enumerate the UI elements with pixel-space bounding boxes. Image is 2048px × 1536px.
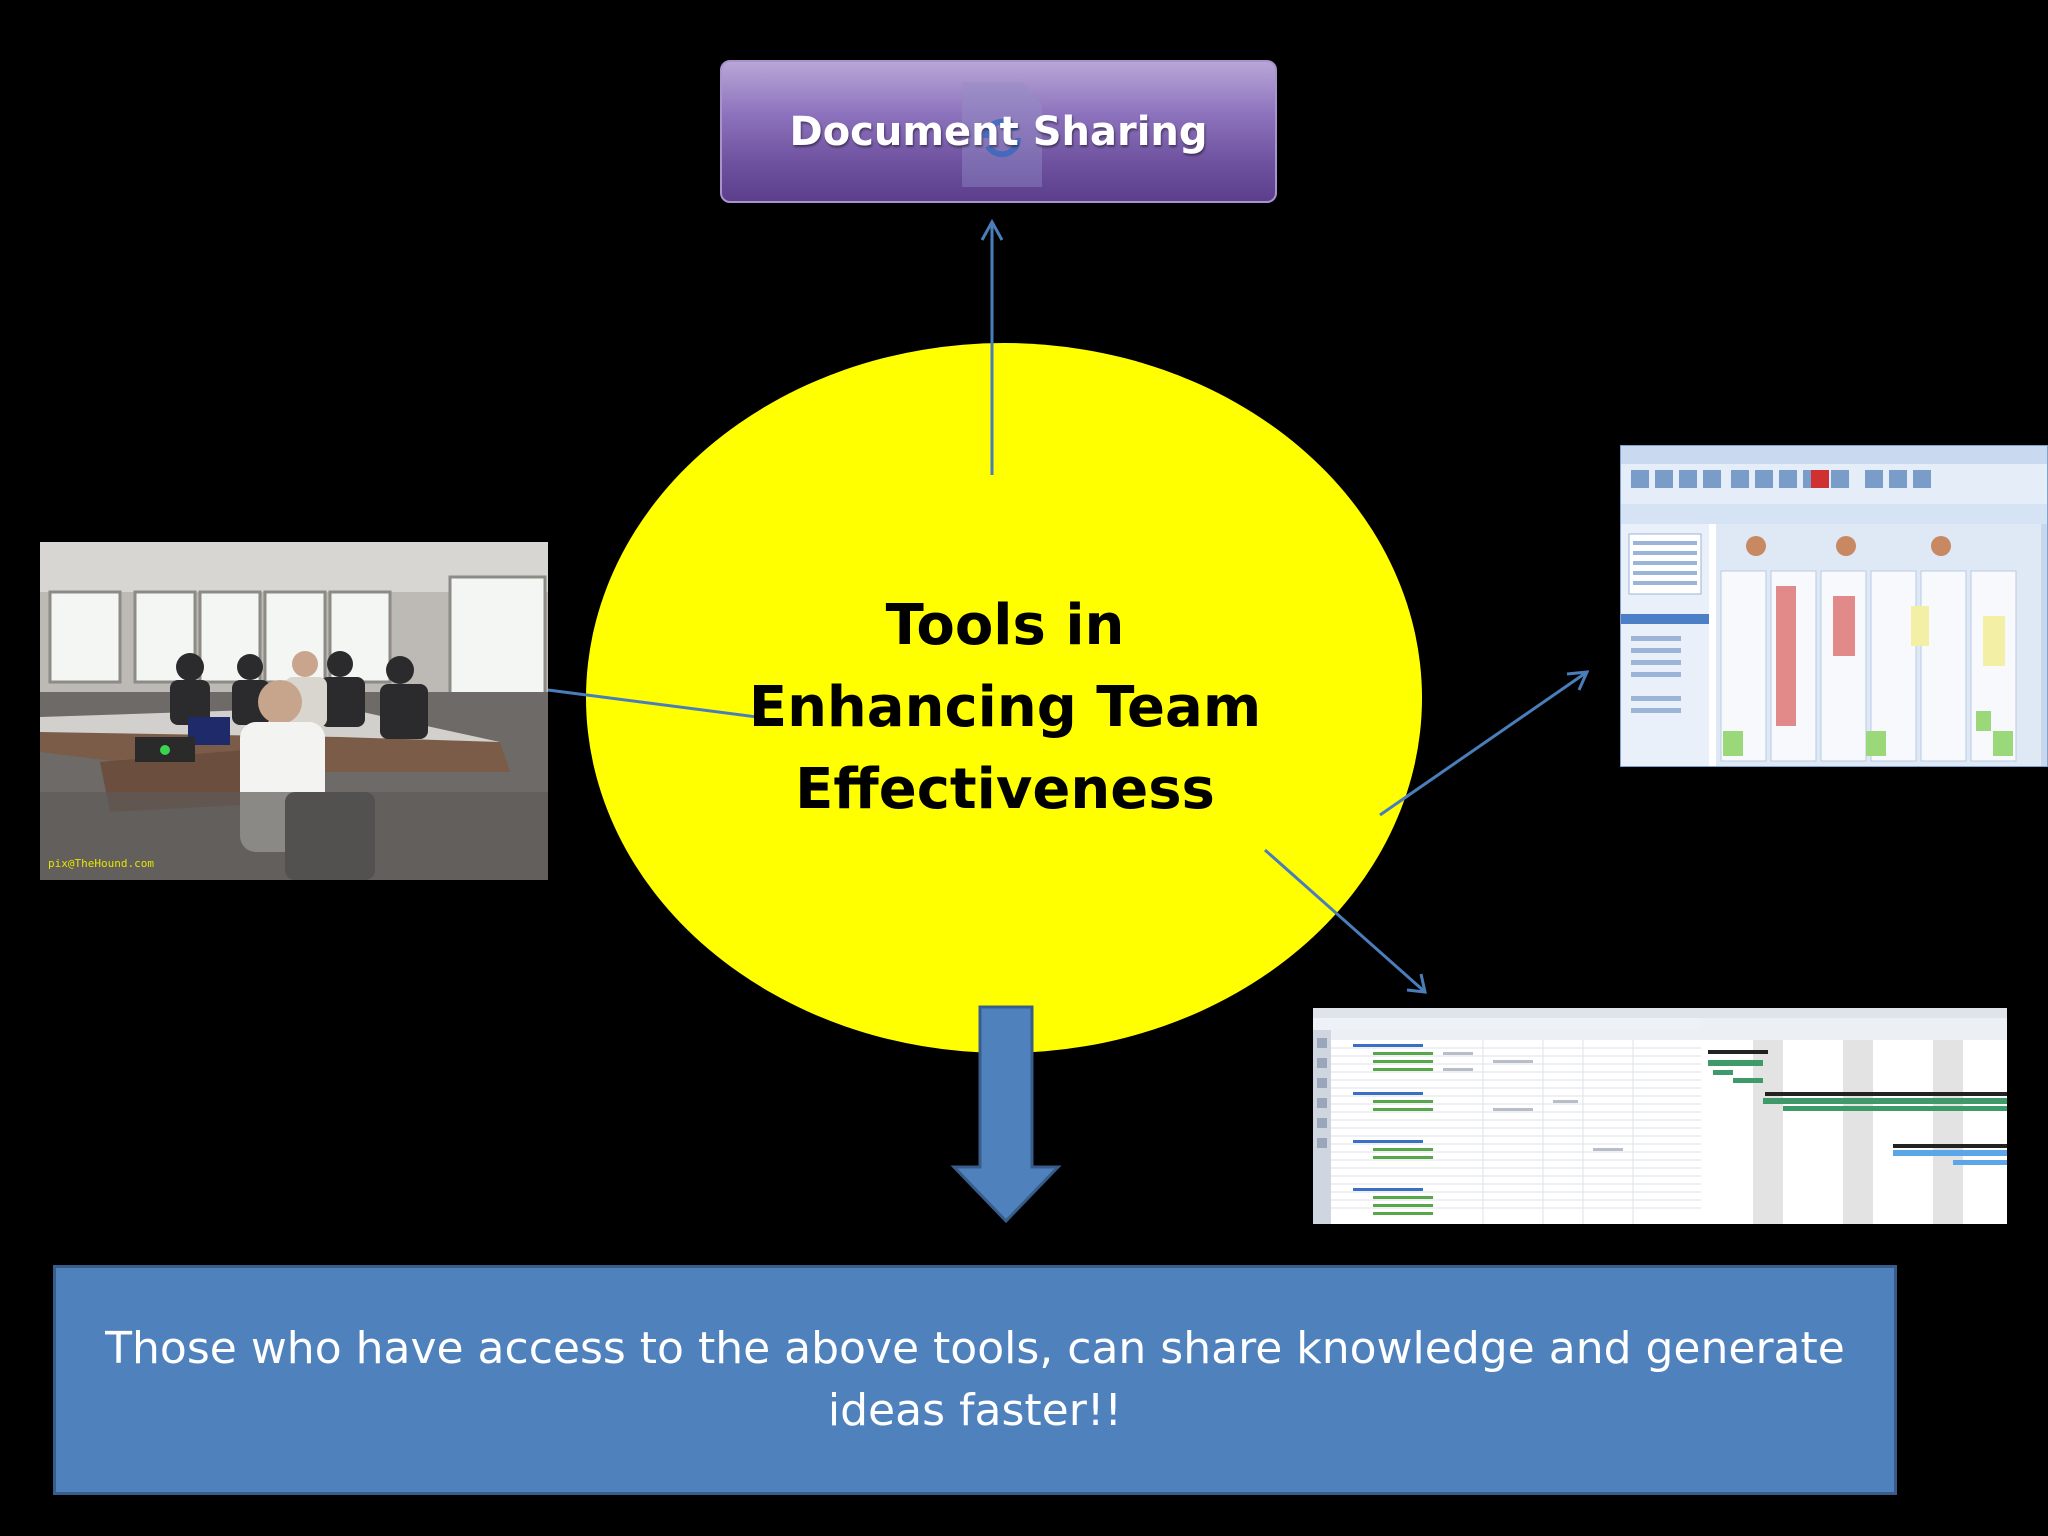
document-sharing-label: Document Sharing [789,108,1208,155]
arrowhead-calendar [1566,670,1590,691]
gantt-chart-screenshot [1313,1008,2007,1224]
arrowhead-gantt [1406,973,1427,994]
connector-to-calendar [1379,670,1588,817]
central-ellipse [586,343,1422,1053]
center-title: Tools in Enhancing Team Effectiveness [748,593,1262,822]
summary-text: Those who have access to the above tools… [105,1323,1845,1436]
arrowhead-document-sharing [980,218,1004,241]
document-icon [962,82,1042,187]
calendar-screenshot [1620,445,2048,767]
summary-box: Those who have access to the above tools… [53,1265,1897,1495]
meeting-photo: pix@TheHound.com [40,542,548,880]
document-sharing-button: Document Sharing [720,60,1277,203]
meeting-photo-caption: pix@TheHound.com [48,857,154,870]
down-arrow-icon [950,1005,1062,1224]
connector-to-meeting-photo [547,688,766,720]
connector-to-gantt [1264,848,1426,994]
